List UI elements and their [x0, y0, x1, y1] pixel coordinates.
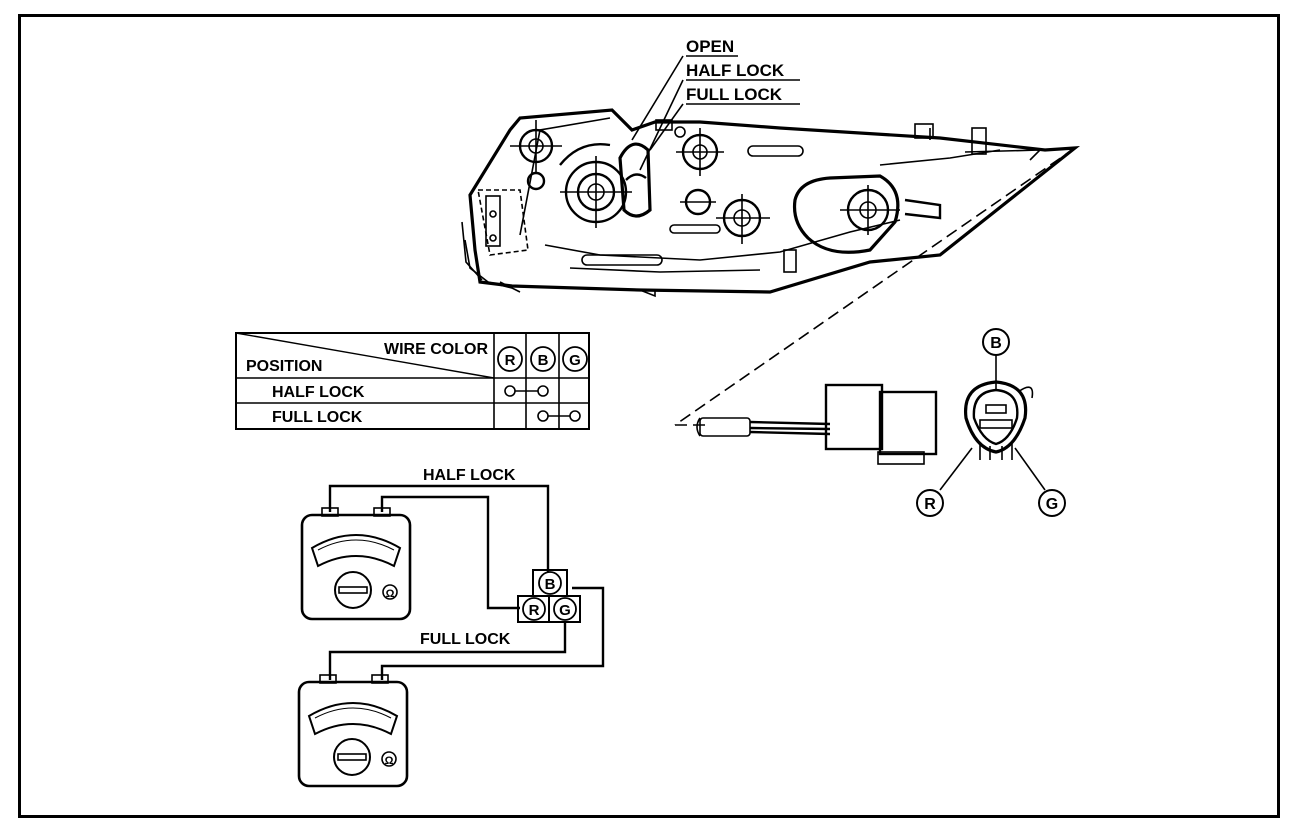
ohmmeter-full-lock [297, 674, 409, 788]
tester-label-full-lock: FULL LOCK [420, 631, 511, 648]
tester-label-half-lock: HALF LOCK [423, 467, 516, 484]
table-col-g: G [569, 352, 581, 369]
table-row-half-lock: HALF LOCK [272, 384, 365, 401]
door-latch-assembly [461, 55, 1081, 298]
callout-lines [674, 147, 1076, 426]
label-open: OPEN [686, 37, 734, 56]
connector-side-view [696, 383, 938, 465]
tester-wiring [328, 484, 605, 680]
ohmmeter-half-lock [300, 507, 412, 621]
label-full-lock-latch: FULL LOCK [686, 85, 783, 104]
label-half-lock-latch: HALF LOCK [686, 61, 785, 80]
pin-g-circle [1038, 489, 1066, 517]
terminal-r-label: R [529, 602, 540, 619]
continuity-table [235, 332, 590, 430]
terminal-g-label: G [559, 602, 571, 619]
table-header-position: POSITION [246, 358, 322, 375]
connector-face-view [939, 355, 1046, 491]
pin-b-circle [982, 328, 1010, 356]
table-col-r: R [505, 352, 516, 369]
table-row-full-lock: FULL LOCK [272, 409, 363, 426]
pin-g-label: G [1046, 496, 1058, 513]
pin-r-circle [916, 489, 944, 517]
table-col-b: B [538, 352, 549, 369]
ohm-symbol-1: Ω [386, 588, 395, 600]
ohm-symbol-2: Ω [385, 755, 394, 767]
table-header-wire-color: WIRE COLOR [384, 341, 488, 358]
pin-b-label: B [990, 335, 1002, 352]
terminal-block [517, 569, 581, 623]
pin-r-label: R [924, 496, 936, 513]
terminal-b-label: B [545, 576, 556, 593]
diagram-frame [18, 14, 1280, 818]
